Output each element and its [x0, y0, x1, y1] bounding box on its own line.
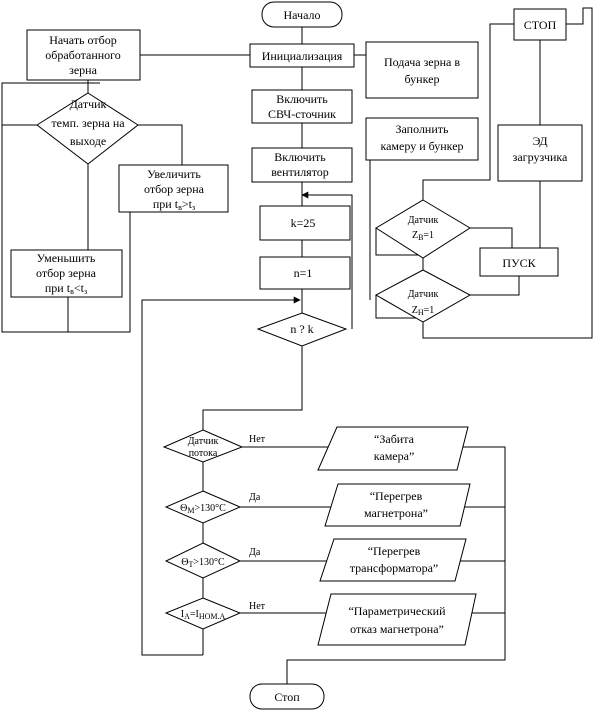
pusk-block: ПУСК	[479, 247, 559, 277]
stop-block: СТОП	[513, 8, 567, 41]
output-chamber-line1: “Забита	[374, 432, 415, 446]
fill-chamber-line1: Заполнить	[396, 122, 450, 136]
decrease-line2: отбор зерна	[36, 266, 97, 280]
sensor-zb-line1: Датчик	[408, 215, 439, 226]
grain-feed-line2: бункер	[405, 72, 440, 86]
n-assign-block: n=1	[259, 256, 351, 290]
increase-line3: при tв>tз	[153, 197, 195, 212]
microwave-line2: СВЧ-сточник	[268, 107, 336, 121]
begin-take-line2: обработанного	[45, 48, 121, 62]
output-chamber-line2: камера”	[374, 449, 415, 463]
n-assign-label: n=1	[294, 266, 313, 280]
grain-feed-block: Подача зерна в бункер	[365, 41, 479, 99]
current-label: IА=IНОМ.А	[181, 609, 226, 621]
output-magnetron-line1: “Перегрев	[370, 489, 423, 503]
start-terminator: Начало	[261, 1, 343, 28]
microwave-block: Включить СВЧ-сточник	[251, 89, 353, 124]
temp-sensor-line3: выходе	[70, 134, 106, 148]
motor-loader-line2: загрузчика	[513, 150, 568, 164]
output-param-line2: отказ магнетрона”	[350, 622, 444, 636]
branch-no-1: Нет	[249, 434, 266, 445]
grain-feed-line1: Подача зерна в	[384, 55, 460, 69]
sensor-zb-line2: ZВ=1	[412, 230, 434, 242]
temp-sensor-line1: Датчик	[70, 97, 107, 111]
fan-line1: Включить	[274, 150, 326, 164]
begin-take-block: Начать отбор обработанного зерна	[26, 29, 141, 81]
output-magnetron-overheat: “Перегрев магнетрона”	[324, 483, 471, 527]
increase-block: Увеличить отбор зерна при tв>tз	[118, 164, 229, 213]
temp-sensor-decision: Датчик темп. зерна на выходе	[36, 92, 139, 165]
output-magnetron-line2: магнетрона”	[364, 506, 428, 520]
output-transformer-line1: “Перегрев	[368, 544, 421, 558]
begin-take-line1: Начать отбор	[49, 33, 116, 47]
pusk-label: ПУСК	[502, 256, 536, 270]
increase-line1: Увеличить	[147, 167, 201, 181]
stop-label: СТОП	[524, 18, 557, 32]
end-label: Стоп	[274, 690, 300, 704]
k-assign-block: k=25	[259, 205, 351, 241]
flow-sensor-line1: Датчик	[188, 436, 219, 447]
begin-take-line3: зерна	[69, 63, 97, 77]
temp-sensor-line2: темп. зерна на	[51, 116, 125, 130]
decrease-line1: Уменьшить	[37, 251, 96, 265]
end-terminator: Стоп	[249, 683, 325, 710]
output-param-line1: “Параметрический	[348, 604, 446, 618]
sensor-zn-decision: Датчик ZН=1	[374, 269, 472, 323]
connector-lines	[1, 7, 593, 684]
branch-no-2: Нет	[249, 601, 266, 612]
fill-chamber-block: Заполнить камеру и бункер	[365, 117, 479, 161]
output-chamber-blocked: “Забита камера”	[317, 426, 469, 471]
theta-m-label: ΘМ>130°С	[180, 503, 226, 515]
sensor-zn-line2: ZН=1	[412, 305, 435, 317]
microwave-line1: Включить	[276, 92, 328, 106]
decrease-block: Уменьшить отбор зерна при tв<tз	[10, 249, 123, 298]
compare-label: n ? k	[290, 322, 313, 336]
theta-m-decision: ΘМ>130°С	[164, 490, 242, 524]
fan-block: Включить вентилятор	[251, 147, 353, 183]
flow-sensor-decision: Датчик потока	[162, 429, 244, 463]
motor-loader-line1: ЭД	[532, 134, 547, 148]
current-decision: IА=IНОМ.А	[164, 597, 242, 630]
init-label: Инициализация	[262, 49, 343, 63]
branch-yes-2: Да	[249, 547, 261, 558]
fan-line2: вентилятор	[271, 165, 329, 179]
theta-t-label: ΘТ>130°С	[181, 557, 225, 569]
start-label: Начало	[284, 8, 321, 22]
sensor-zb-decision: Датчик ZВ=1	[375, 199, 471, 259]
sensor-zn-line1: Датчик	[408, 289, 439, 300]
output-transformer-overheat: “Перегрев трансформатора”	[319, 538, 467, 582]
output-transformer-line2: трансформатора”	[350, 561, 438, 575]
theta-t-decision: ΘТ>130°С	[164, 542, 242, 579]
fill-chamber-line2: камеру и бункер	[380, 139, 463, 153]
decrease-line3: при tв<tз	[45, 281, 87, 296]
flow-sensor-line2: потока	[189, 448, 218, 459]
branch-yes-1: Да	[249, 492, 261, 503]
increase-line2: отбор зерна	[144, 182, 205, 196]
output-parametric-failure: “Параметрический отказ магнетрона”	[317, 593, 477, 646]
k-assign-label: k=25	[291, 216, 316, 230]
motor-loader-block: ЭД загрузчика	[497, 124, 583, 182]
compare-decision: n ? k	[256, 312, 348, 347]
init-block: Инициализация	[249, 43, 355, 68]
